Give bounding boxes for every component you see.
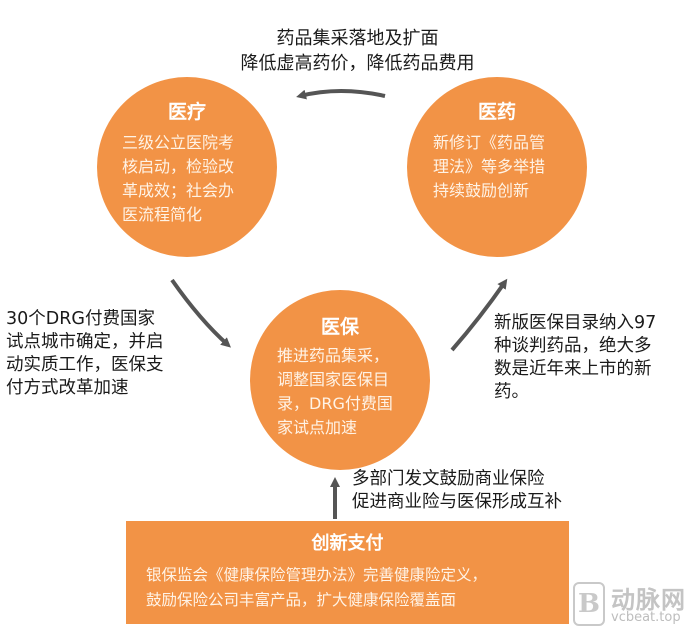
caption-line: 数是近年来上市的新 [494,359,652,379]
caption-line: 新版医保目录纳入97 [494,313,657,333]
watermark-brand: 动脉网 [611,586,686,614]
circle-title: 医药 [477,101,516,123]
caption-line: 降低虚高药价，降低药品费用 [240,53,475,74]
body-line: 鼓励保险公司丰富产品，扩大健康保险覆盖面 [146,591,457,609]
arrow-pharma-to-medical [296,89,386,100]
body-line: 三级公立医院考 [122,133,235,152]
body-line: 家试点加速 [277,418,358,437]
watermark-logo-icon: B [573,582,605,626]
caption-line: 试点城市确定，并启 [6,332,164,352]
caption-line: 付方式改革加速 [6,378,129,398]
body-line: 录，DRG付费国 [277,394,393,413]
body-line: 银保监会《健康保险管理办法》完善健康险定义， [146,566,488,584]
caption-line: 多部门发文鼓励商业保险 [352,469,545,489]
body-line: 持续鼓励创新 [433,181,530,200]
bottom-caption: 多部门发文鼓励商业保险 促进商业险与医保形成互补 [352,468,562,514]
body-line: 调整国家医保目 [277,370,390,389]
circle-title: 医疗 [167,101,206,123]
circle-insurance: 医保 推进药品集采， 调整国家医保目 录，DRG付费国 家试点加速 [250,290,430,470]
box-body: 银保监会《健康保险管理办法》完善健康险定义， 鼓励保险公司丰富产品，扩大健康保险… [146,563,487,613]
left-caption: 30个DRG付费国家 试点城市确定，并启 动实质工作，医保支 付方式改革加速 [6,308,164,400]
circle-pharma: 医药 新修订《药品管 理法》等多举措 持续鼓励创新 [407,77,587,257]
body-line: 推进药品集采， [277,346,390,365]
top-caption: 药品集采落地及扩面 降低虚高药价，降低药品费用 [210,26,505,76]
body-line: 医流程简化 [122,205,203,224]
caption-line: 30个DRG付费国家 [6,309,155,329]
caption-line: 动实质工作，医保支 [6,355,164,375]
innovation-payment-box: 创新支付 银保监会《健康保险管理办法》完善健康险定义， 鼓励保险公司丰富产品，扩… [126,521,569,624]
right-caption: 新版医保目录纳入97 种谈判药品，绝大多 数是近年来上市的新 药。 [494,312,656,404]
arrow-medical-to-insurance [170,278,231,348]
circle-body: 三级公立医院考 核启动，检验改 革成效；社会办 医流程简化 [122,131,234,227]
body-line: 新修订《药品管 [433,133,546,152]
circle-title: 医保 [320,316,359,338]
caption-line: 促进商业险与医保形成互补 [352,492,562,512]
body-line: 核启动，检验改 [122,157,235,176]
circle-body: 推进药品集采， 调整国家医保目 录，DRG付费国 家试点加速 [277,344,393,440]
arrow-insurance-to-pharma [450,278,508,352]
caption-line: 种谈判药品，绝大多 [494,336,652,356]
box-title: 创新支付 [311,533,384,554]
body-line: 理法》等多举措 [433,157,546,176]
caption-line: 药品集采落地及扩面 [276,28,439,49]
circle-body: 新修订《药品管 理法》等多举措 持续鼓励创新 [433,131,545,203]
watermark: B 动脉网 vcbeat.top [567,578,697,630]
circle-medical: 医疗 三级公立医院考 核启动，检验改 革成效；社会办 医流程简化 [97,77,277,257]
body-line: 革成效；社会办 [122,181,235,200]
watermark-url: vcbeat.top [611,610,681,625]
caption-line: 药。 [494,382,529,402]
